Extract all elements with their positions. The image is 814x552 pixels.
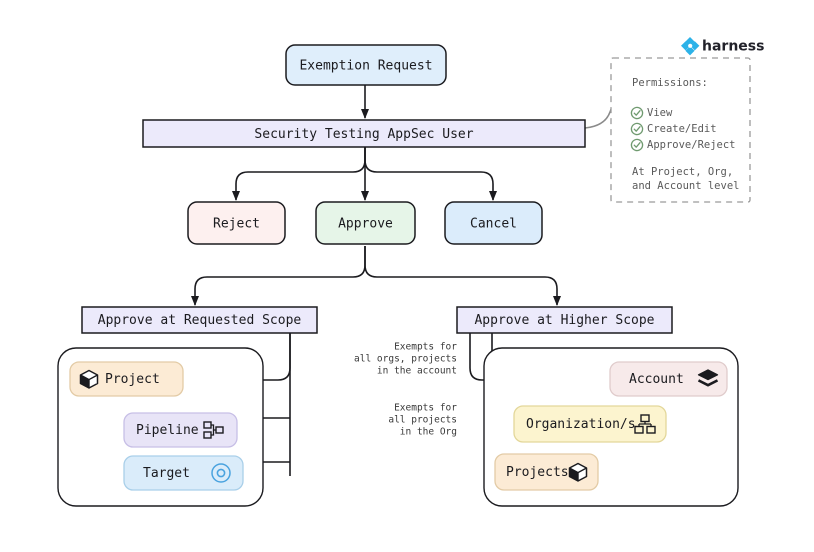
node-pipeline-label: Pipeline [136, 423, 199, 438]
node-exemption-request[interactable]: Exemption Request [285, 44, 447, 86]
node-organizations-label: Organization/s [526, 417, 636, 432]
node-target-label: Target [143, 466, 190, 481]
node-approve-label: Approve [338, 217, 393, 232]
check-circle-icon [630, 106, 644, 120]
node-organizations[interactable]: Organization/s [513, 405, 667, 443]
node-cancel[interactable]: Cancel [444, 201, 543, 245]
node-approve-higher-scope-label: Approve at Higher Scope [474, 313, 654, 328]
node-reject-label: Reject [213, 217, 260, 232]
permissions-item-label: View [647, 107, 673, 119]
node-appsec-user[interactable]: Security Testing AppSec User [142, 119, 586, 148]
svg-text:in the account: in the account [377, 366, 457, 377]
node-reject[interactable]: Reject [187, 201, 286, 245]
svg-text:Exempts for: Exempts for [394, 403, 457, 414]
node-project-label: Project [105, 372, 160, 387]
edge-higher-scope-to-account [469, 333, 609, 384]
layers-icon [697, 369, 719, 387]
edge-approve-to-requested-scope [191, 246, 366, 306]
cube-icon [79, 369, 99, 389]
node-cancel-label: Cancel [470, 217, 517, 232]
check-circle-icon [630, 138, 644, 152]
target-circle-icon [211, 463, 231, 483]
node-approve[interactable]: Approve [315, 201, 416, 245]
edge-user-to-cancel [364, 147, 497, 201]
edge-label-exempt-org: Exempts for all projects in the Org [388, 403, 457, 438]
permissions-note-footer-line: and Account level [632, 180, 739, 192]
node-project[interactable]: Project [69, 361, 184, 397]
svg-text:Exempts for: Exempts for [394, 342, 457, 353]
node-account-label: Account [629, 372, 684, 387]
permissions-note-heading: Permissions: [632, 77, 708, 89]
check-circle-icon [630, 122, 644, 136]
node-pipeline[interactable]: Pipeline [123, 412, 238, 448]
node-exemption-request-label: Exemption Request [299, 59, 432, 74]
node-approve-requested-scope-label: Approve at Requested Scope [98, 313, 302, 328]
edge-label-exempt-account: Exempts for all orgs, projects in the ac… [354, 342, 457, 377]
permissions-item-label: Approve/Reject [647, 139, 736, 151]
node-projects-label: Projects [506, 465, 569, 480]
harness-logo: harness [681, 37, 764, 56]
node-target[interactable]: Target [123, 455, 244, 491]
permissions-item-approve-reject: Approve/Reject [630, 138, 736, 152]
pipeline-nodes-icon [203, 421, 224, 439]
node-approve-requested-scope[interactable]: Approve at Requested Scope [81, 306, 318, 334]
permissions-note: Permissions: View Create/Edit [610, 57, 751, 203]
harness-logo-text: harness [702, 39, 764, 55]
node-projects[interactable]: Projects [494, 453, 599, 491]
node-account[interactable]: Account [609, 361, 728, 397]
edge-approve-to-higher-scope [364, 246, 561, 306]
node-appsec-user-label: Security Testing AppSec User [254, 127, 473, 142]
node-approve-higher-scope[interactable]: Approve at Higher Scope [456, 306, 673, 334]
edge-user-to-reject [232, 147, 366, 201]
permissions-item-view: View [630, 106, 673, 120]
svg-text:all projects: all projects [388, 415, 457, 426]
harness-diamond-logo-icon [681, 37, 700, 56]
cube-icon [568, 462, 588, 482]
svg-text:all orgs, projects: all orgs, projects [354, 354, 457, 365]
permissions-item-label: Create/Edit [647, 123, 717, 135]
org-chart-icon [634, 414, 656, 434]
edge-scope-to-project [191, 333, 291, 384]
svg-text:in the Org: in the Org [400, 427, 457, 438]
permissions-item-create-edit: Create/Edit [630, 122, 717, 136]
permissions-note-footer-line: At Project, Org, [632, 166, 733, 178]
